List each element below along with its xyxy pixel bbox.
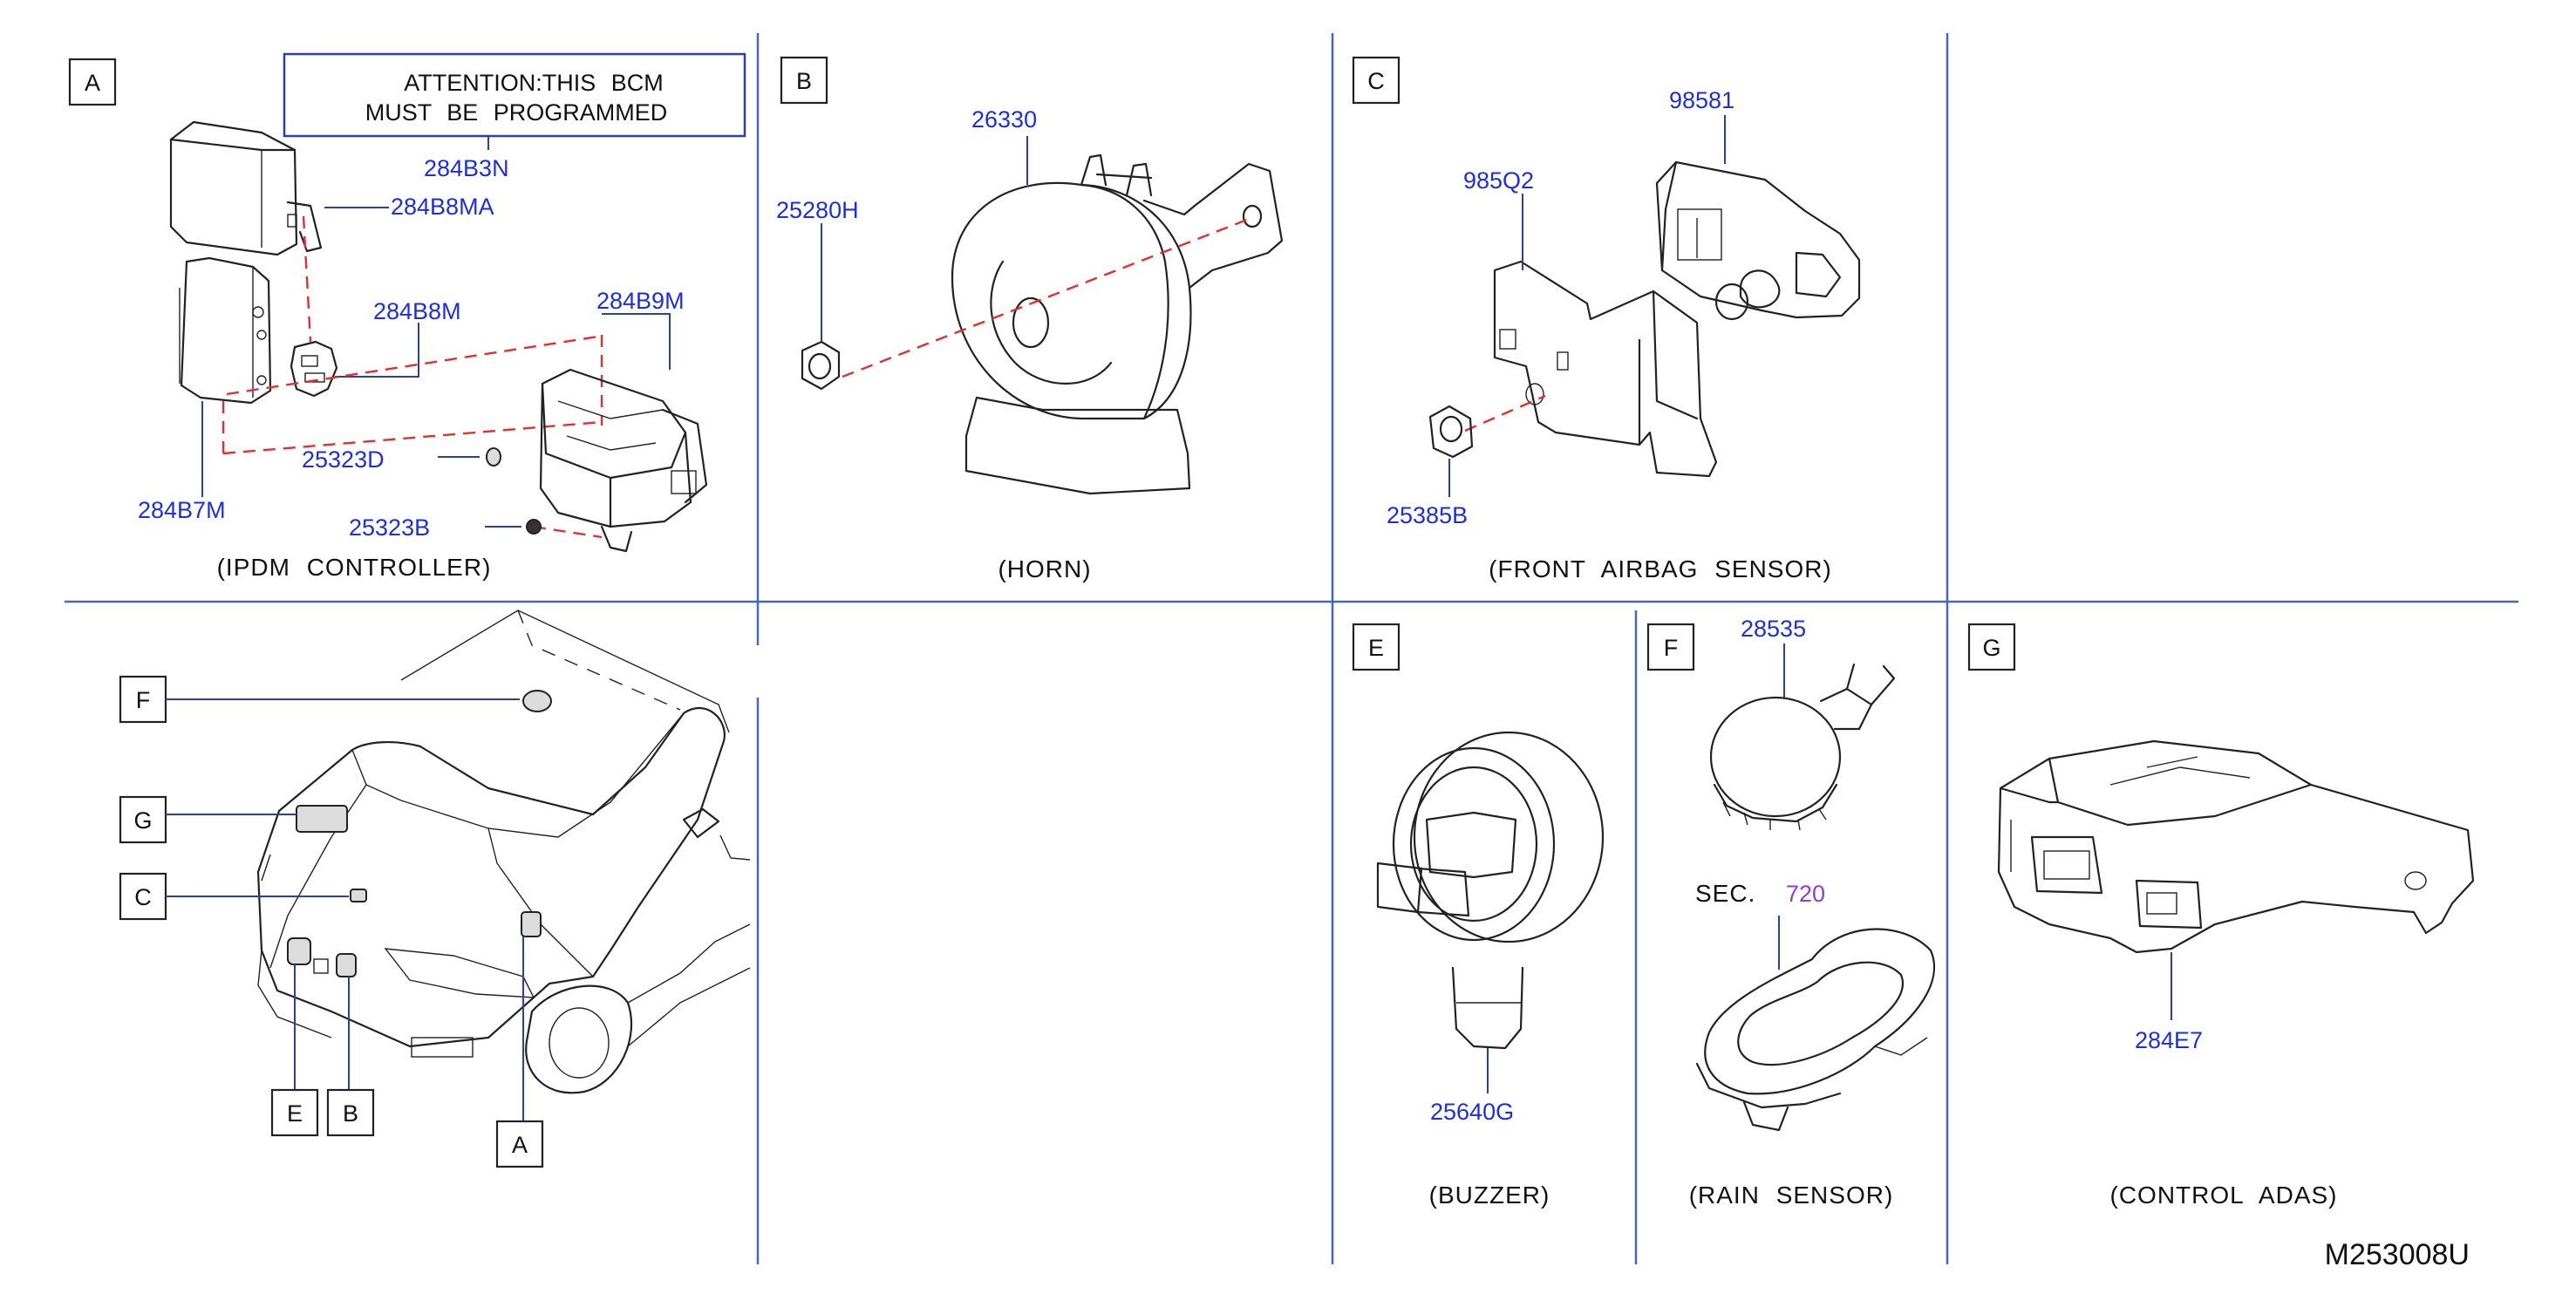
part-25640g: 25640G: [1430, 1099, 1514, 1125]
sec-label: SEC.: [1695, 880, 1755, 907]
section-f-caption: (RAIN SENSOR): [1689, 1182, 1894, 1209]
ipdm-drawing: [539, 368, 708, 553]
drawing-number: M253008U: [2325, 1238, 2470, 1271]
part-985q2: 985Q2: [1463, 167, 1534, 194]
part-25385b: 25385B: [1387, 502, 1468, 528]
section-g-letter: G: [1982, 635, 2000, 661]
vehicle-callout-b: B: [343, 1100, 358, 1127]
section-b-letter: B: [796, 68, 812, 94]
vehicle-callout-g: G: [133, 807, 152, 834]
vehicle-callout-c-box: [119, 872, 167, 921]
rain-sensor-drawing: [1709, 663, 1896, 831]
rain-sensor-bracket-drawing: [1695, 928, 1936, 1132]
section-c-letter: C: [1367, 68, 1385, 94]
part-284e7: 284E7: [2135, 1027, 2203, 1053]
screw-25323b: [526, 519, 542, 535]
section-f: F 28535 SEC. 720 (RAIN SENSOR): [1646, 616, 1936, 1209]
airbag-sensor-drawing: [1655, 160, 1861, 321]
section-g-label-box: [1967, 623, 2016, 671]
part-284b8m: 284B8M: [373, 298, 461, 324]
bcm-cover-drawing: [169, 120, 323, 256]
bcm-unit-drawing: [179, 256, 272, 405]
section-a-letter: A: [85, 70, 100, 96]
section-c-caption: (FRONT AIRBAG SENSOR): [1489, 555, 1832, 582]
part-25280h: 25280H: [776, 197, 859, 223]
part-25323b: 25323B: [349, 514, 430, 541]
section-e-letter: E: [1368, 635, 1384, 661]
part-98581: 98581: [1669, 87, 1734, 113]
section-b: B 26330 25280H (HORN): [776, 56, 1284, 582]
part-284b3n: 284B3N: [424, 155, 509, 181]
attention-line-1: ATTENTION:THIS BCM: [404, 70, 664, 96]
vehicle-overview: F G C E B A: [119, 610, 751, 1168]
section-e-label-box: [1352, 623, 1400, 671]
section-c: C 985Q2 98581 25385B (FRO: [1352, 56, 1861, 582]
vehicle-callout-g-box: [119, 795, 167, 844]
vehicle-callout-e-box: [270, 1088, 319, 1137]
horn-drawing: [951, 153, 1284, 495]
section-a: A ATTENTION:THIS BCM MUST BE PROGRAMMED …: [68, 52, 746, 581]
section-e-caption: (BUZZER): [1429, 1182, 1550, 1209]
sec-number: 720: [1786, 881, 1825, 907]
vehicle-callout-a-box: [495, 1120, 544, 1168]
adas-unit-drawing: [1997, 739, 2475, 954]
vehicle-callout-f-box: [119, 675, 167, 724]
vehicle-callout-a: A: [512, 1132, 528, 1158]
bracket-284b8m-drawing: [290, 340, 338, 398]
sensor-bracket-drawing: [1493, 260, 1718, 478]
part-284b8ma: 284B8MA: [391, 194, 494, 220]
section-c-label-box: [1352, 56, 1400, 105]
nut-25280h: [801, 340, 841, 391]
attention-box: [283, 52, 746, 138]
part-26330: 26330: [971, 106, 1037, 133]
part-284b9m: 284B9M: [596, 288, 685, 314]
section-f-label-box: [1646, 623, 1695, 671]
vehicle-callout-c: C: [134, 884, 152, 910]
section-a-label-box: [68, 58, 117, 106]
nut-25385b: [1428, 405, 1474, 459]
vehicle-callout-b-box: [326, 1088, 375, 1137]
vehicle-drawing: [256, 610, 751, 1094]
part-28535: 28535: [1741, 616, 1806, 642]
part-284b7m: 284B7M: [138, 497, 226, 523]
section-f-letter: F: [1664, 635, 1679, 661]
attention-line-2: MUST BE PROGRAMMED: [365, 99, 668, 126]
vehicle-callout-e: E: [287, 1100, 303, 1127]
section-e: E 25640G (BUZZER): [1352, 623, 1605, 1209]
screw-25323d: [486, 447, 501, 467]
section-b-label-box: [780, 56, 828, 105]
part-25323d: 25323D: [302, 446, 385, 473]
grid-lines: [65, 33, 2518, 1264]
section-a-caption: (IPDM CONTROLLER): [217, 554, 492, 581]
section-g-caption: (CONTROL ADAS): [2110, 1182, 2338, 1209]
vehicle-callout-f: F: [136, 687, 151, 713]
section-b-caption: (HORN): [998, 555, 1091, 582]
section-g: G 284E7 (CONTROL ADAS): [1967, 623, 2475, 1209]
buzzer-drawing: [1376, 731, 1605, 1050]
